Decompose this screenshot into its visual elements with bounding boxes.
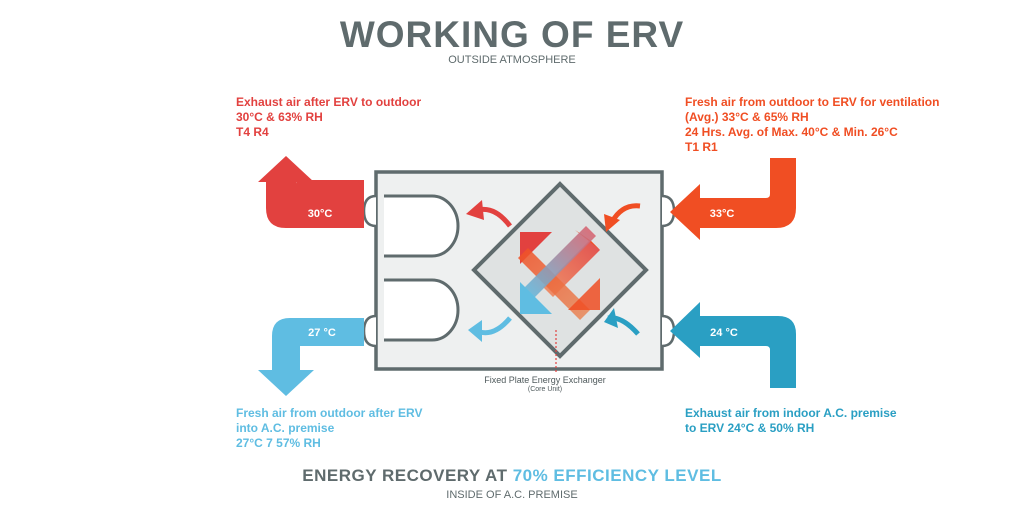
fresh-supply-line: 27°C 7 57% RH — [236, 436, 321, 450]
core-arrow-supply-shaft — [524, 226, 596, 298]
curve-arrow-return-head — [604, 308, 618, 328]
fresh-in-label: Fresh air from outdoor to ERV for ventil… — [685, 95, 939, 155]
duct-arrow-exhaust-out-body — [266, 182, 364, 228]
exhaust-in-line: Exhaust air from indoor A.C. premise — [685, 406, 897, 420]
core-arrow-supply-head — [520, 282, 552, 314]
duct-arrow-fresh-supply — [258, 318, 364, 396]
core-sublabel: (Core Unit) — [527, 386, 563, 393]
core-arrow-return-head — [568, 278, 600, 310]
exhaust-out-line: T4 R4 — [236, 125, 269, 139]
duct-collar-fresh-supply — [362, 314, 377, 348]
fresh-supply-label: Fresh air from outdoor after ERV into A.… — [236, 406, 422, 451]
core-arrow-exhaust-shaft — [518, 248, 590, 320]
exhaust-in-line: to ERV 24°C & 50% RH — [685, 421, 815, 435]
duct-arrow-exhaust-in — [670, 302, 796, 388]
temp-fresh-supply: 27 °C — [308, 327, 336, 339]
temp-fresh-in: 33°C — [710, 208, 735, 220]
curve-arrow-exhaust-head — [466, 200, 484, 220]
fresh-supply-line: Fresh air from outdoor after ERV — [236, 406, 423, 420]
core-flow-arrows — [518, 226, 600, 320]
footer-prefix: ENERGY RECOVERY AT — [302, 466, 513, 485]
fan-blower-bottom — [384, 278, 460, 342]
exhaust-out-line: Exhaust air after ERV to outdoor — [236, 95, 422, 109]
temp-exhaust-in: 24 °C — [710, 327, 738, 339]
curve-arrow-supply-head — [468, 320, 482, 342]
fan-blower-top — [384, 194, 460, 258]
temp-exhaust-out: 30°C — [308, 208, 333, 220]
duct-collar-exhaust-out — [362, 194, 377, 228]
footer-subtitle: INSIDE OF A.C. PREMISE — [446, 489, 578, 501]
curve-arrow-fresh-head — [604, 214, 620, 232]
fresh-in-line: Fresh air from outdoor to ERV for ventil… — [685, 95, 940, 109]
core-label: Fixed Plate Energy Exchanger — [484, 375, 606, 385]
fresh-in-line: T1 R1 — [685, 140, 718, 154]
fresh-supply-line: into A.C. premise — [236, 421, 335, 435]
fresh-in-line: 24 Hrs. Avg. of Max. 40°C & Min. 26°C — [685, 125, 898, 139]
duct-arrow-fresh-in — [670, 158, 796, 240]
diagram-title: WORKING OF ERV — [339, 14, 685, 55]
footer-highlight: 70% EFFICIENCY LEVEL — [512, 466, 722, 485]
fresh-in-line: (Avg.) 33°C & 65% RH — [685, 110, 809, 124]
exhaust-out-label: Exhaust air after ERV to outdoor 30°C & … — [236, 95, 421, 140]
footer-headline: ENERGY RECOVERY AT 70% EFFICIENCY LEVEL — [0, 466, 1024, 486]
diagram-subtitle: OUTSIDE ATMOSPHERE — [448, 54, 576, 66]
curve-arrow-supply — [479, 316, 512, 336]
exhaust-out-line: 30°C & 63% RH — [236, 110, 323, 124]
exhaust-in-label: Exhaust air from indoor A.C. premise to … — [685, 406, 897, 436]
